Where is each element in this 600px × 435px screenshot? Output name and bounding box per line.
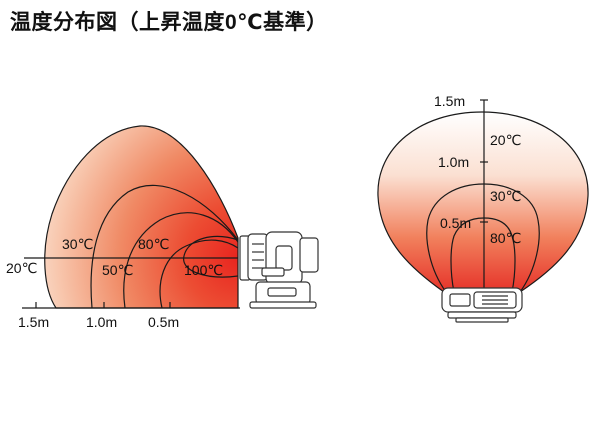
label-100c: 100℃	[184, 262, 223, 278]
heater-front-illustration	[441, 287, 523, 323]
label-80c: 80℃	[138, 236, 169, 252]
height-1-0m: 1.0m	[438, 154, 469, 170]
label-30c: 30℃	[62, 236, 93, 252]
zone-20c	[44, 125, 239, 309]
page-title: 温度分布図（上昇温度0℃基準）	[10, 11, 328, 34]
distance-0-5m: 0.5m	[148, 314, 179, 330]
front-label-20c: 20℃	[490, 132, 521, 148]
contour-80c	[159, 239, 239, 309]
height-0-5m: 0.5m	[440, 215, 471, 231]
distance-1-5m: 1.5m	[18, 314, 49, 330]
side-view: 20℃ 30℃ 50℃ 80℃ 100℃ 1.5m 1.0m 0.5m	[6, 125, 319, 330]
label-50c: 50℃	[102, 262, 133, 278]
front-view: 1.5m 1.0m 0.5m 20℃ 30℃ 80℃	[377, 93, 589, 323]
height-1-5m: 1.5m	[434, 93, 465, 109]
front-label-30c: 30℃	[490, 188, 521, 204]
contour-30c	[90, 184, 239, 309]
contour-100c	[183, 235, 239, 278]
distance-1-0m: 1.0m	[86, 314, 117, 330]
contour-50c	[123, 212, 239, 309]
label-20c: 20℃	[6, 260, 37, 276]
front-zone-20c	[377, 111, 589, 293]
front-label-80c: 80℃	[490, 230, 521, 246]
heater-side-illustration	[239, 231, 319, 309]
